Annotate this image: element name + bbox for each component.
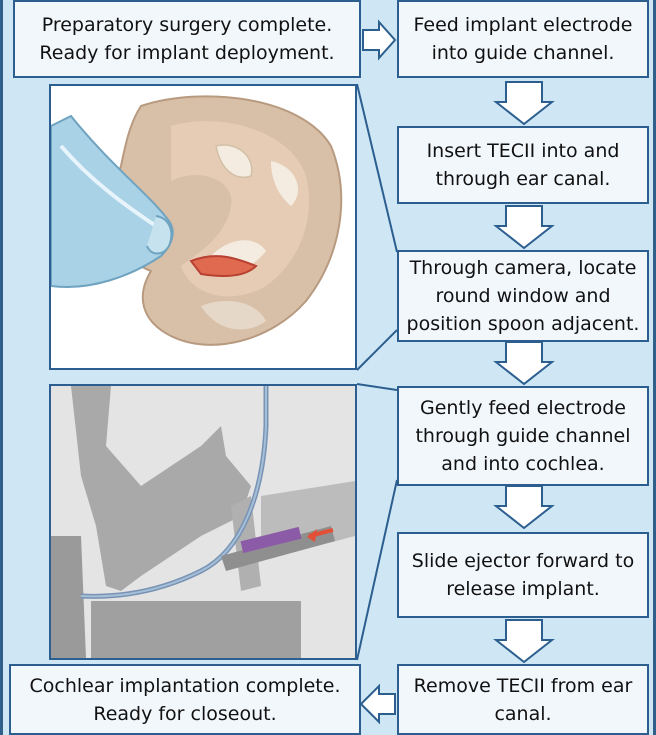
step-locate-round-window: Through camera, locate round window and … [397,250,649,342]
connectors [3,0,656,735]
step-text: Slide ejector forward to release implant… [412,547,634,603]
step-text: Remove TECII from ear canal. [414,672,633,728]
step-text: Preparatory surgery complete. Ready for … [39,11,334,67]
down-arrow-icon [496,486,552,528]
down-arrow-icon [496,342,552,384]
step-text: Feed implant electrode into guide channe… [414,11,633,67]
left-arrow-icon [361,686,395,722]
step-slide-ejector: Slide ejector forward to release implant… [397,532,649,618]
right-arrow-icon [363,22,395,58]
zoom-line [357,384,397,390]
step-remove-tecii: Remove TECII from ear canal. [397,664,649,735]
step-insert-tecii: Insert TECII into and through ear canal. [397,126,649,204]
step-feed-into-cochlea: Gently feed electrode through guide chan… [397,386,649,486]
step-text: Through camera, locate round window and … [407,254,640,338]
down-arrow-icon [496,82,552,124]
down-arrow-icon [496,620,552,662]
down-arrow-icon [496,206,552,248]
step-text: Cochlear implantation complete. Ready fo… [30,672,341,728]
step-text: Insert TECII into and through ear canal. [427,137,620,193]
zoom-line [357,480,397,660]
zoom-line [357,84,397,252]
step-text: Gently feed electrode through guide chan… [415,394,630,478]
step-preparatory-surgery: Preparatory surgery complete. Ready for … [13,0,361,78]
zoom-line [357,330,397,370]
step-feed-electrode: Feed implant electrode into guide channe… [397,0,649,78]
step-implantation-complete: Cochlear implantation complete. Ready fo… [9,664,361,735]
